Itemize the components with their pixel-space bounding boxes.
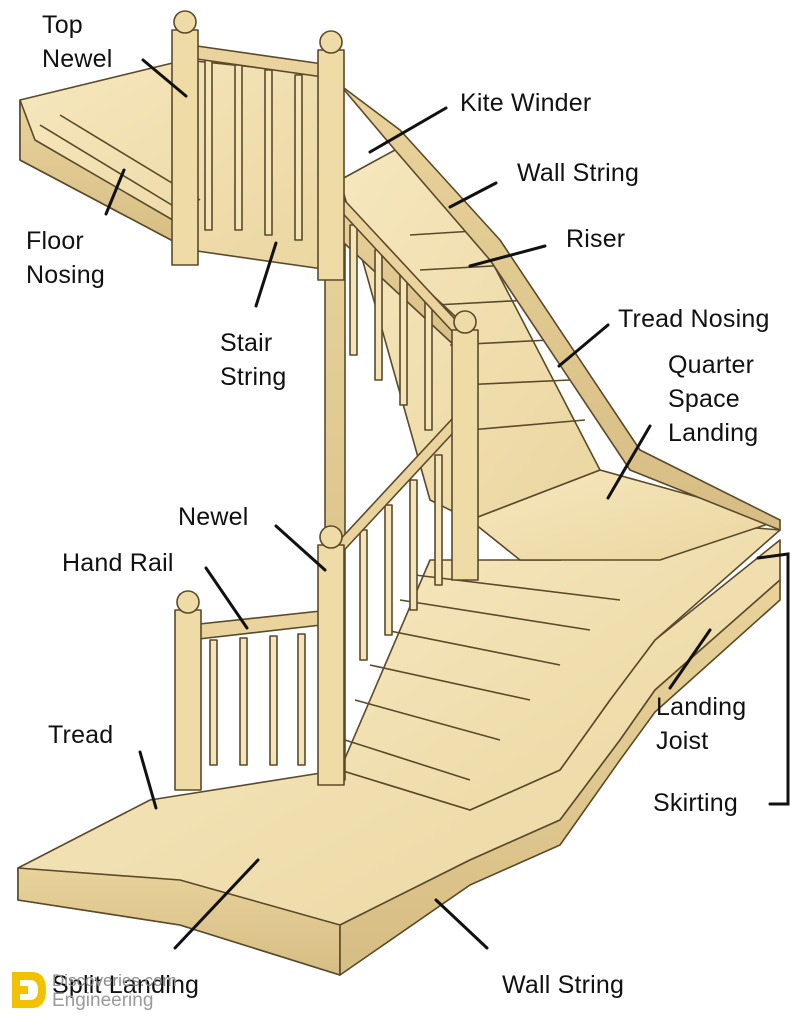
top-newel-post: [171, 29, 199, 266]
leader-top-newel: [141, 58, 188, 98]
label-riser: Riser: [566, 225, 626, 253]
label-split-landing: Split Landing: [52, 971, 200, 999]
label-landing-joist: Landing Joist: [656, 693, 747, 755]
leader-skirting: [756, 552, 790, 806]
watermark: Discoveries.com Engineering: [8, 968, 248, 1016]
leader-stair-string: [254, 241, 278, 308]
leader-split-landing: [173, 858, 260, 950]
leader-wall-string-bottom: [434, 898, 489, 950]
newel-post: [317, 544, 345, 786]
leader-riser: [468, 244, 547, 268]
leader-floor-nosing: [104, 168, 126, 216]
label-wall-string-bottom: Wall String: [502, 971, 625, 999]
label-quarter-space-landing: Quarter Space Landing: [668, 351, 759, 447]
label-skirting: Skirting: [653, 789, 738, 817]
label-stair-string: Stair String: [220, 329, 287, 391]
watermark-line1: Discoveries.com: [52, 971, 177, 990]
leader-quarter-landing: [606, 424, 652, 500]
leader-hand-rail: [204, 566, 249, 630]
leader-wall-string-top: [448, 181, 498, 209]
leader-kite-winder: [368, 106, 448, 154]
leader-tread: [138, 750, 158, 810]
label-top-newel: Top Newel: [42, 11, 113, 73]
leader-newel: [274, 524, 327, 572]
leader-landing-joist: [668, 628, 712, 690]
label-wall-string-top: Wall String: [517, 159, 640, 187]
label-tread-nosing: Tread Nosing: [618, 305, 770, 333]
label-tread: Tread: [48, 721, 114, 749]
logo-icon: [12, 972, 46, 1008]
label-kite-winder: Kite Winder: [460, 89, 592, 117]
label-floor-nosing: Floor Nosing: [26, 227, 106, 289]
watermark-line2: Engineering: [52, 990, 154, 1011]
label-newel: Newel: [178, 503, 249, 531]
handrail-bottom: [189, 609, 331, 641]
label-hand-rail: Hand Rail: [62, 549, 174, 577]
leader-tread-nosing: [557, 323, 610, 368]
wall-string-top: [339, 84, 781, 531]
